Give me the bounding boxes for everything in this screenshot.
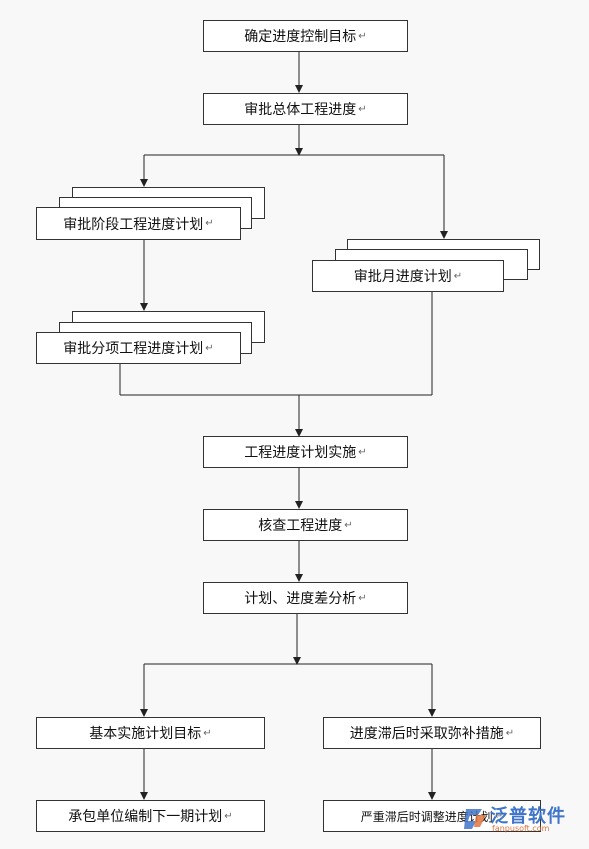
watermark-text: 泛普软件 (490, 806, 566, 827)
return-mark: ↵ (494, 810, 504, 822)
node-label: 审批分项工程进度计划 (63, 341, 204, 357)
node-approve-subitem-plan: 审批分项工程进度计划↵ (36, 332, 241, 364)
return-mark: ↵ (205, 218, 214, 229)
logo-icon (464, 809, 486, 829)
node-label: 审批阶段工程进度计划 (63, 216, 204, 233)
node-label: 计划、进度差分析 (244, 591, 357, 607)
node-variance-analysis: 计划、进度差分析↵ (203, 582, 408, 614)
node-label: 工程进度计划实施 (244, 445, 357, 461)
return-mark: ↵ (358, 103, 367, 115)
node-label: 严重滞后时调整进度计划 (360, 809, 493, 824)
node-basic-target: 基本实施计划目标↵ (36, 717, 265, 749)
return-mark: ↵ (205, 342, 214, 354)
node-adjust-plan: 严重滞后时调整进度计划↵ (323, 800, 541, 832)
node-set-progress-target: 确定进度控制目标↵ (203, 20, 408, 52)
node-label: 进度滞后时采取弥补措施 (349, 726, 504, 742)
node-approve-overall-progress: 审批总体工程进度↵ (203, 93, 408, 125)
node-label: 审批月进度计划 (353, 269, 452, 285)
return-mark: ↵ (344, 519, 353, 531)
return-mark: ↵ (453, 270, 463, 282)
node-implement-plan: 工程进度计划实施↵ (203, 436, 408, 468)
return-mark: ↵ (224, 810, 233, 822)
watermark-logo: 泛普软件 fanpusoft.com (462, 803, 584, 837)
watermark-url: fanpusoft.com (492, 824, 550, 833)
node-label: 承包单位编制下一期计划 (68, 809, 223, 825)
return-mark: ↵ (203, 727, 212, 739)
node-approve-monthly-plan: 审批月进度计划↵ (312, 260, 504, 292)
return-mark: ↵ (358, 446, 367, 458)
node-next-period-plan: 承包单位编制下一期计划↵ (36, 800, 265, 832)
node-label: 基本实施计划目标 (89, 726, 202, 742)
node-check-progress: 核查工程进度↵ (203, 509, 408, 541)
return-mark: ↵ (505, 727, 515, 739)
node-label: 审批总体工程进度 (244, 102, 357, 118)
node-approve-stage-plan: 审批阶段工程进度计划↵ (36, 207, 241, 240)
node-label: 核查工程进度 (258, 518, 343, 534)
node-remedial-measures: 进度滞后时采取弥补措施↵ (323, 717, 541, 749)
return-mark: ↵ (358, 592, 367, 604)
node-label: 确定进度控制目标 (244, 29, 357, 45)
return-mark: ↵ (358, 30, 367, 42)
